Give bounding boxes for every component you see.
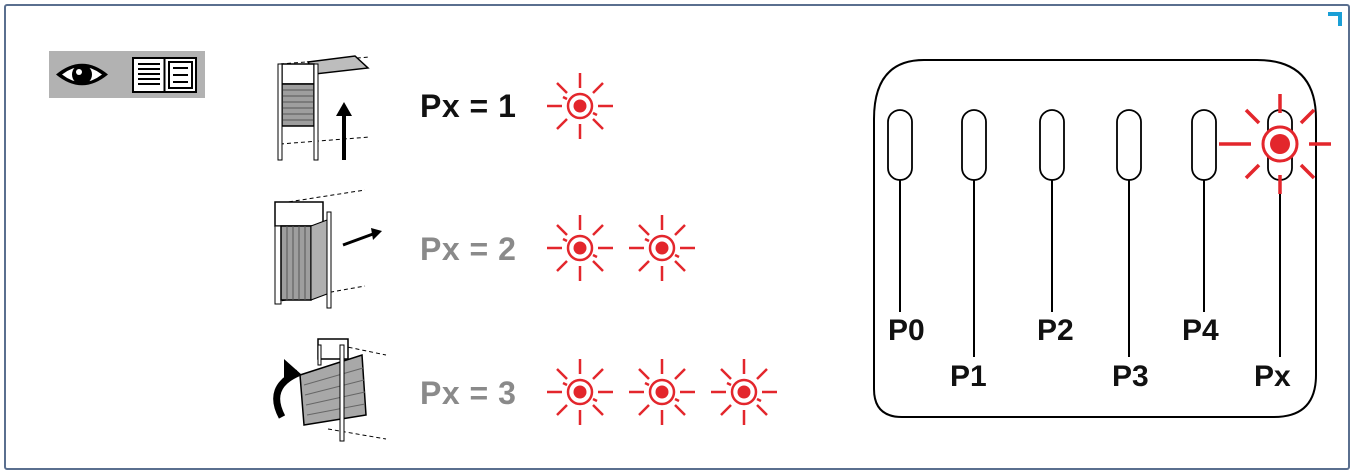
slot-label-p4: P4 <box>1182 314 1219 347</box>
slot-label-px: Px <box>1254 360 1291 393</box>
flash-icon <box>545 357 615 427</box>
px-equals-2-label: Px = 2 <box>420 231 517 267</box>
control-panel-outline <box>873 59 1331 418</box>
slot-p3 <box>1116 109 1142 357</box>
slot-label-p3: P3 <box>1112 360 1149 393</box>
slot-label-p0: P0 <box>888 314 925 347</box>
slot-p2 <box>1039 109 1065 312</box>
flash-icon <box>545 71 615 141</box>
px-equals-1-label: Px = 1 <box>420 88 517 124</box>
slot-p1 <box>961 109 987 357</box>
lit-led-icon <box>1219 94 1331 194</box>
slot-label-p2: P2 <box>1037 314 1074 347</box>
corner-accent <box>1328 12 1342 26</box>
slot-p4 <box>1191 109 1217 312</box>
roller-shutter-door-icon <box>277 55 371 161</box>
flash-icon <box>627 213 697 283</box>
slot-label-p1: P1 <box>950 360 987 393</box>
flash-icon <box>709 357 779 427</box>
header-icons-svg <box>56 57 197 93</box>
manual-book-icon <box>132 57 197 93</box>
up-and-over-door-icon <box>273 338 387 442</box>
flash-icon <box>627 357 697 427</box>
flash-icon <box>545 213 615 283</box>
sliding-door-icon <box>274 189 382 309</box>
slot-p0 <box>887 109 913 312</box>
header-icon-box <box>49 51 205 98</box>
px-equals-3-label: Px = 3 <box>420 375 517 411</box>
eye-icon <box>56 63 108 86</box>
diagram-frame <box>4 4 1350 470</box>
